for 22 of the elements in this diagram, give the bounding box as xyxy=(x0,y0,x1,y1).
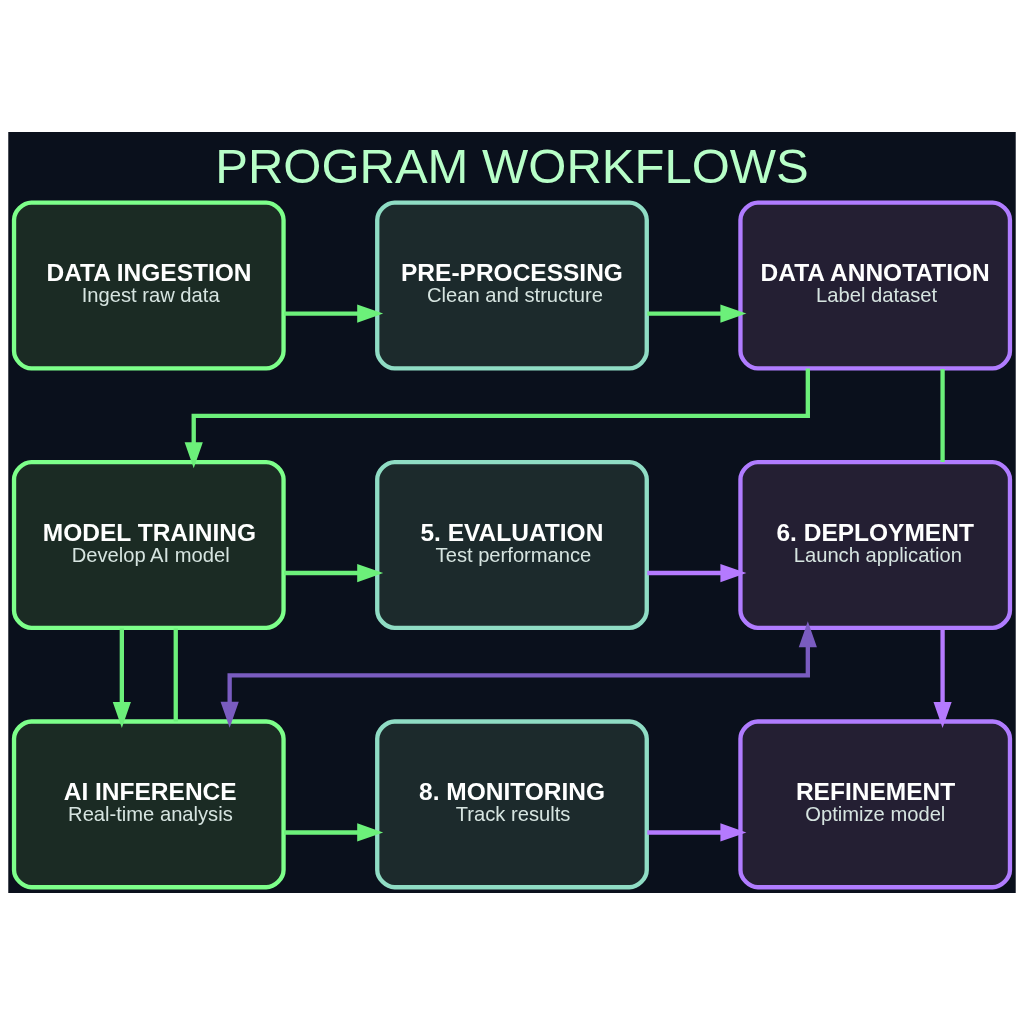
arrow xyxy=(933,627,952,728)
node-box: DATA INGESTION Ingest raw data xyxy=(11,199,286,371)
arrow xyxy=(284,822,384,842)
arrow xyxy=(647,822,747,842)
node-box: 8. MONITORING Track results xyxy=(375,718,649,889)
arrow xyxy=(112,627,131,728)
node-box: AI INFERENCE Real-time analysis xyxy=(11,718,286,889)
arrow xyxy=(647,563,747,582)
connector xyxy=(940,368,945,462)
arrow xyxy=(647,304,747,323)
node-box: DATA ANNOTATION Label dataset xyxy=(738,199,1013,371)
arrow xyxy=(284,563,384,582)
node-box: 5. EVALUATION Test performance xyxy=(375,459,649,630)
arrow xyxy=(220,620,817,728)
diagram-title: PROGRAM WORKFLOWS xyxy=(215,138,809,193)
arrow xyxy=(184,367,810,468)
node-box: MODEL TRAINING Develop AI model xyxy=(11,459,286,630)
node-box: REFINEMENT Optimize model xyxy=(738,718,1013,889)
node-box: PRE-PROCESSING Clean and structure xyxy=(375,199,649,371)
arrow xyxy=(284,304,384,323)
connector xyxy=(173,627,178,721)
node-box: 6. DEPLOYMENT Launch application xyxy=(738,459,1013,630)
